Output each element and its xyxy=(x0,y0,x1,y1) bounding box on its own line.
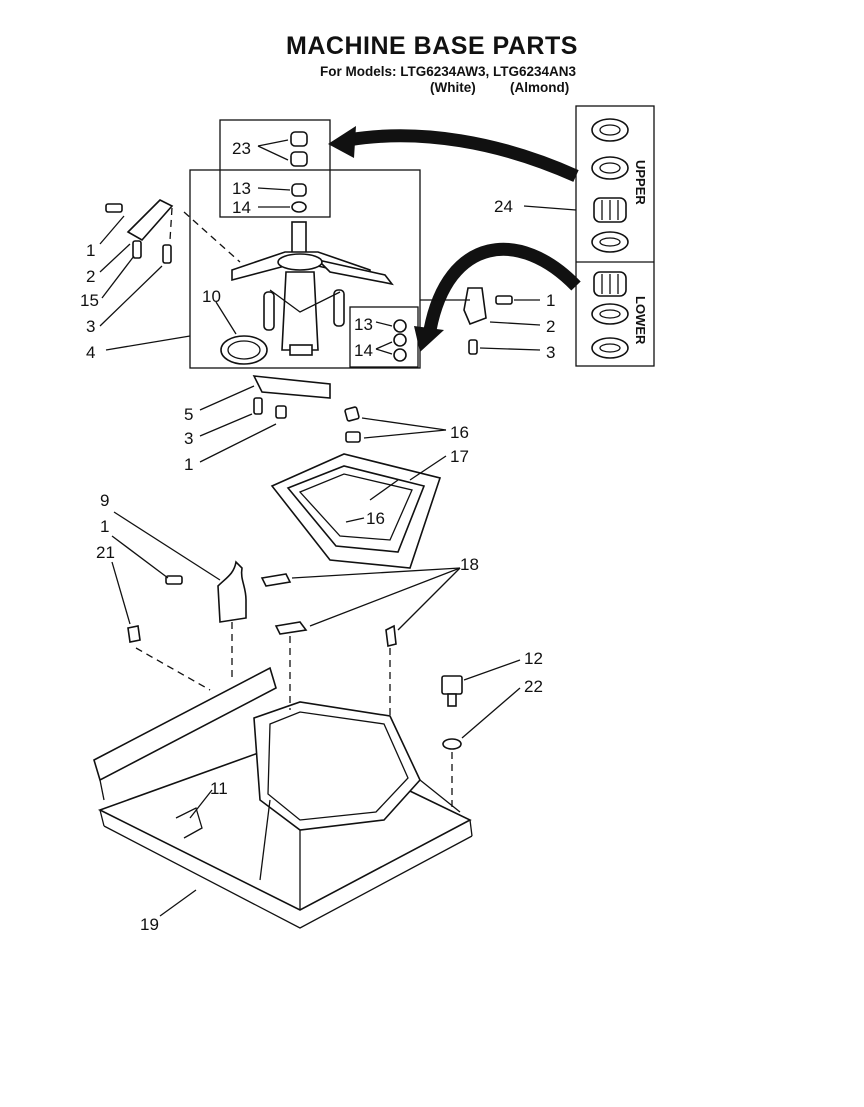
suspension-platform xyxy=(270,453,442,569)
upper-kit-arrowhead xyxy=(328,126,356,158)
finish-almond-label: (Almond) xyxy=(510,80,570,95)
page-title: MACHINE BASE PARTS xyxy=(286,32,578,60)
lower-kit-arrowhead xyxy=(414,326,444,352)
transmission-group-box xyxy=(189,169,421,369)
callout-1-right: 1 xyxy=(546,291,555,310)
callout-4: 4 xyxy=(86,343,95,362)
callout-1-bracket: 1 xyxy=(100,517,109,536)
callout-1-lower: 1 xyxy=(184,455,193,474)
callout-24: 24 xyxy=(494,197,513,216)
finish-white-label: (White) xyxy=(430,80,476,95)
callout-23: 23 xyxy=(232,139,251,158)
right-snubber-hardware xyxy=(420,287,513,355)
callout-10: 10 xyxy=(202,287,221,306)
callout-16: 16 xyxy=(450,423,469,442)
leader-lines xyxy=(99,139,577,917)
shaft-nuts xyxy=(290,131,308,213)
callout-numbers: 23 13 14 1 2 15 3 10 4 13 14 1 2 3 24 5 … xyxy=(80,139,555,934)
pump-bracket xyxy=(252,375,331,419)
callout-2: 2 xyxy=(86,267,95,286)
nut-group-box xyxy=(219,119,331,218)
callout-15: 15 xyxy=(80,291,99,310)
callout-12: 12 xyxy=(524,649,543,668)
upper-bearing-rings xyxy=(591,118,629,253)
cabinet-bracket xyxy=(127,560,247,643)
callout-16-lower: 16 xyxy=(366,509,385,528)
callout-22: 22 xyxy=(524,677,543,696)
transmission-assembly xyxy=(231,221,394,356)
callout-5: 5 xyxy=(184,405,193,424)
callout-19: 19 xyxy=(140,915,159,934)
callout-3: 3 xyxy=(86,317,95,336)
upper-kit-arrow xyxy=(346,129,579,182)
lower-bearing-rings xyxy=(591,271,629,359)
callout-13-inner: 13 xyxy=(354,315,373,334)
machine-base-frame xyxy=(93,666,473,929)
callout-9: 9 xyxy=(100,491,109,510)
callout-3-lower: 3 xyxy=(184,429,193,448)
upper-kit-label: UPPER xyxy=(633,160,648,205)
glides xyxy=(260,573,397,647)
inner-nuts xyxy=(393,319,407,362)
callout-18: 18 xyxy=(460,555,479,574)
left-snubber-hardware xyxy=(105,199,174,264)
models-line: For Models: LTG6234AW3, LTG6234AN3 xyxy=(320,64,577,79)
bearing-kit-box xyxy=(575,105,655,367)
leveling-leg xyxy=(441,675,463,750)
callout-14-inner: 14 xyxy=(354,341,373,360)
alignment-lines xyxy=(135,211,453,808)
callout-1: 1 xyxy=(86,241,95,260)
callout-11: 11 xyxy=(210,779,228,798)
lower-kit-label: LOWER xyxy=(633,296,648,345)
callout-17: 17 xyxy=(450,447,469,466)
callout-2-right: 2 xyxy=(546,317,555,336)
callout-3-right: 3 xyxy=(546,343,555,362)
callout-13: 13 xyxy=(232,179,251,198)
callout-21: 21 xyxy=(96,543,115,562)
callout-14: 14 xyxy=(232,198,251,217)
lower-kit-arrow xyxy=(423,242,581,332)
